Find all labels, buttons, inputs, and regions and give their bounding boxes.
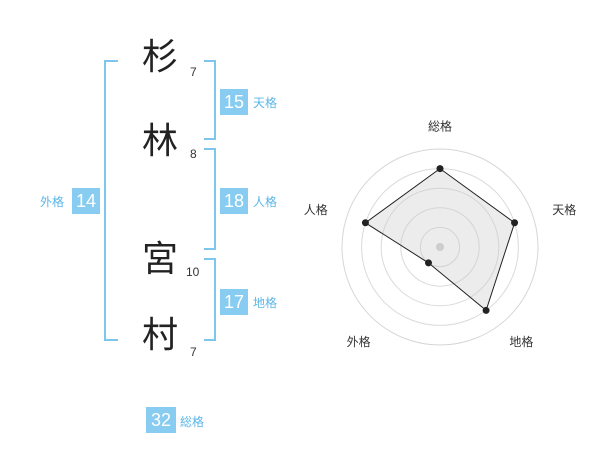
soukaku-label: 総格 [180, 415, 205, 429]
radar-center-dot [436, 243, 444, 251]
chikaku-value-badge: 17 [220, 289, 248, 315]
radar-axis-label-1: 総格 [428, 119, 452, 134]
radar-ring-3 [380, 187, 500, 307]
soukaku-value-badge: 32 [146, 407, 176, 433]
radar-point-4 [424, 259, 432, 267]
name-char-1: 杉 [142, 37, 179, 78]
radar-point-5 [361, 219, 369, 227]
radar-point-3 [482, 306, 490, 314]
tenkaku-label: 天格 [253, 96, 278, 110]
radar-axis-label-3: 地格 [509, 334, 533, 349]
name-char-2: 林 [142, 121, 179, 162]
radar-axis-label-2: 天格 [552, 202, 576, 217]
radar-ring-1 [419, 226, 461, 268]
tenkaku-bracket [204, 60, 216, 140]
stroke-count-3: 10 [186, 265, 200, 279]
jinkaku-bracket [204, 148, 216, 250]
gaikaku-bracket [104, 60, 118, 341]
gaikaku-label: 外格 [40, 195, 65, 209]
jinkaku-label: 人格 [253, 195, 278, 209]
stroke-count-1: 7 [190, 65, 197, 79]
gaikaku-value-badge: 14 [72, 188, 100, 214]
stroke-count-2: 8 [190, 147, 197, 161]
chikaku-bracket [204, 258, 216, 341]
name-char-4: 村 [142, 315, 179, 356]
radar-axis-label-4: 外格 [347, 334, 371, 349]
stroke-count-4: 7 [190, 345, 197, 359]
chikaku-label: 地格 [253, 296, 278, 310]
radar-point-1 [436, 165, 444, 173]
radar-axis-label-5: 人格 [304, 202, 328, 217]
tenkaku-value-badge: 15 [220, 89, 248, 115]
radar-point-2 [511, 219, 519, 227]
name-char-3: 宮 [142, 239, 179, 280]
radar-data-polygon [364, 167, 516, 312]
radar-ring-2 [400, 207, 480, 287]
jinkaku-value-badge: 18 [220, 188, 248, 214]
